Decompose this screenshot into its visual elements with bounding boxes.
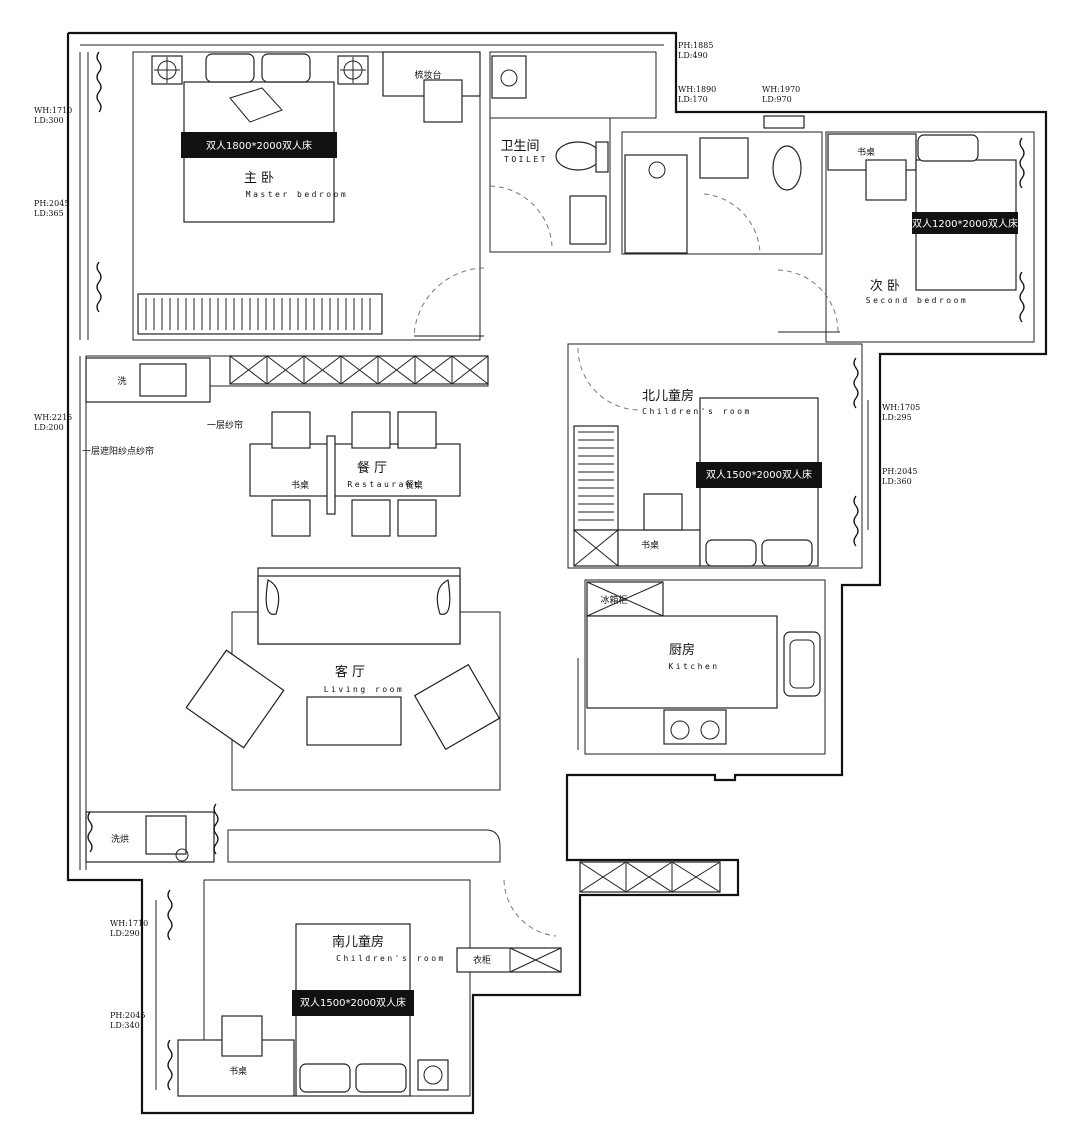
bathroom-1: 卫生间 TOILET	[489, 51, 657, 253]
dining-area: 洗 一层纱帘 一层遮阳纱点纱帘 餐 厅 Restaurant 书桌 餐桌	[82, 355, 489, 537]
dim-9a: WH:1710	[110, 919, 148, 928]
dim-1b: LD:490	[678, 51, 708, 60]
kitchen: 冰箱柜 厨房 Kitchen	[577, 579, 826, 755]
dim-10a: PH:2045	[110, 1011, 145, 1020]
north-children-room: 书桌 双人1500*2000双人床 北儿童房 Children's room	[567, 343, 869, 569]
bathroom-en: TOILET	[504, 155, 548, 164]
south-cabinets	[579, 861, 721, 893]
south-bed-label: 双人1500*2000双人床	[300, 996, 406, 1009]
second-desk-label: 书桌	[857, 146, 875, 158]
blackout-curtain-note: 一层遮阳纱点纱帘	[82, 445, 154, 457]
second-bed-label: 双人1200*2000双人床	[912, 217, 1018, 230]
dim-5a: PH:2045	[34, 199, 69, 208]
north-children-title: 北儿童房	[642, 388, 694, 404]
dim-6a: WH:2215	[34, 413, 72, 422]
sheer-curtain-note: 一层纱帘	[207, 419, 243, 431]
dim-7a: WH:1705	[882, 403, 920, 412]
outer-walls	[66, 31, 1048, 1115]
north-bed-label: 双人1500*2000双人床	[706, 468, 812, 481]
cabinet-row	[229, 355, 489, 385]
living-en: Living room	[324, 685, 404, 694]
south-desk-label: 书桌	[229, 1065, 247, 1077]
master-bedroom-en: Master bedroom	[246, 190, 348, 199]
dim-10b: LD:340	[110, 1021, 140, 1030]
north-desk-label: 书桌	[641, 539, 659, 551]
dim-2a: WH:1890	[678, 85, 716, 94]
fridge-label: 冰箱柜	[600, 594, 627, 606]
dim-2b: LD:170	[678, 95, 708, 104]
south-children-room: 南儿童房 Children's room 双人1500*2000双人床 书桌 衣…	[155, 861, 721, 1097]
kitchen-title: 厨房	[669, 642, 695, 658]
dim-7b: LD:295	[882, 413, 912, 422]
second-bedroom: 书桌 双人1200*2000双人床 次 卧 Second bedroom	[777, 131, 1035, 343]
dining-table-label: 餐桌	[405, 479, 423, 491]
south-children-title: 南儿童房	[332, 934, 384, 950]
dim-5b: LD:365	[34, 209, 64, 218]
dim-6b: LD:200	[34, 423, 64, 432]
south-wardrobe-label: 衣柜	[473, 954, 491, 966]
dim-3a: WH:1970	[762, 85, 800, 94]
dining-title: 餐 厅	[357, 460, 387, 476]
bathroom-2	[621, 115, 823, 255]
wash-label: 洗	[117, 375, 126, 387]
dining-en: Restaurant	[347, 480, 420, 489]
north-children-en: Children's room	[642, 407, 752, 416]
bathroom-title: 卫生间	[500, 139, 539, 154]
dim-3b: LD:970	[762, 95, 792, 104]
dim-8a: PH:2045	[882, 467, 917, 476]
second-bedroom-en: Second bedroom	[866, 296, 968, 305]
dim-1a: PH:1885	[678, 41, 713, 50]
dining-desk-label: 书桌	[291, 479, 309, 491]
dimension-notes: PH:1885 LD:490 WH:1890 LD:170 WH:1970 LD…	[34, 41, 920, 1030]
dim-4b: LD:300	[34, 116, 64, 125]
wardrobe-slats	[145, 298, 371, 330]
south-children-en: Children's room	[336, 954, 446, 963]
master-bedroom-title: 主 卧	[244, 171, 274, 186]
master-bedroom: 双人1800*2000双人床 主 卧 Master bedroom 梳妆台	[79, 51, 485, 341]
living-title: 客 厅	[335, 664, 365, 680]
laundry-label: 洗烘	[111, 833, 129, 845]
laundry: 洗烘	[85, 803, 501, 863]
master-bed-label: 双人1800*2000双人床	[206, 139, 312, 152]
living-room: 客 厅 Living room	[185, 567, 501, 791]
dim-4a: WH:1710	[34, 106, 72, 115]
dim-9b: LD:290	[110, 929, 140, 938]
second-bedroom-title: 次 卧	[870, 278, 900, 294]
kitchen-en: Kitchen	[668, 662, 719, 671]
dim-8b: LD:360	[882, 477, 912, 486]
vanity-label: 梳妆台	[414, 69, 441, 81]
